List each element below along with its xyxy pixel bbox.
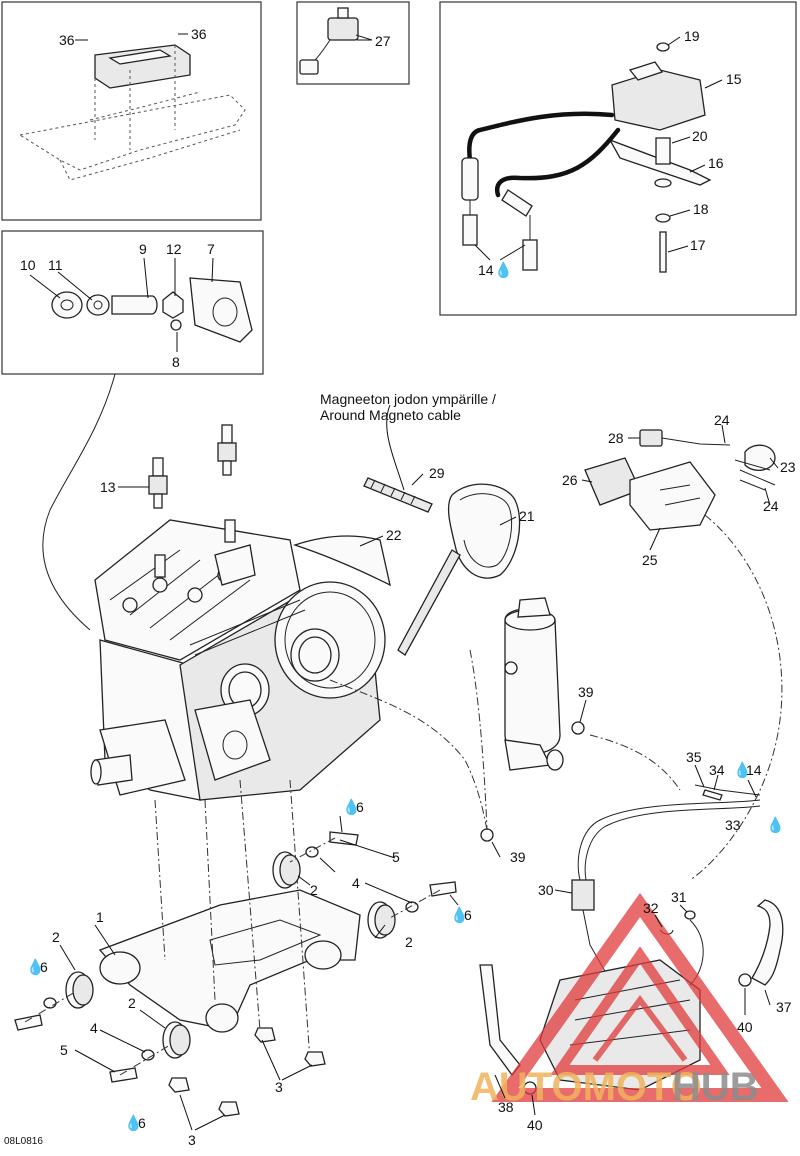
rubber-mounts (65, 851, 396, 1059)
callout-35: 35 (686, 749, 702, 765)
callout-39b: 39 (510, 849, 526, 865)
callout-4b: 4 (90, 1020, 98, 1036)
callout-10: 10 (20, 257, 36, 273)
drop-icon: 💧 (494, 261, 513, 279)
callout-32: 32 (643, 900, 659, 916)
callout-29: 29 (429, 465, 445, 481)
callout-31: 31 (671, 889, 687, 905)
watermark-text-hub: HUB (672, 1065, 759, 1109)
drop-icon: 💧 (124, 1114, 143, 1132)
callout-4a: 4 (352, 875, 360, 891)
callout-8: 8 (172, 354, 180, 370)
callout-6b: 6 (464, 907, 472, 923)
callout-40a: 40 (737, 1019, 753, 1035)
callout-24b: 24 (763, 498, 779, 514)
callout-33: 33 (725, 817, 741, 833)
callout-3b: 3 (188, 1132, 196, 1148)
callout-9: 9 (139, 241, 147, 257)
callout-22: 22 (386, 527, 402, 543)
callout-26: 26 (562, 472, 578, 488)
callout-19: 19 (684, 28, 700, 44)
drop-icon: 💧 (26, 958, 45, 976)
annotation-finnish: Magneeton jodon ympärille / (320, 391, 496, 407)
routing-line (329, 679, 488, 831)
inset-intake-flange (1, 230, 264, 375)
drop-icon: 💧 (733, 761, 752, 779)
callout-30: 30 (538, 882, 554, 898)
callout-20: 20 (692, 128, 708, 144)
drop-icon: 💧 (342, 798, 361, 816)
watermark (491, 892, 789, 1102)
callout-14b: 14 (746, 762, 762, 778)
inset-ignition-coil (439, 1, 797, 316)
callout-13: 13 (100, 479, 116, 495)
callout-36b: 36 (191, 26, 207, 42)
callout-6d: 6 (138, 1115, 146, 1131)
watermark-text-auto: AUTOMOTO (470, 1065, 702, 1109)
callout-7: 7 (207, 241, 215, 257)
callout-23: 23 (780, 459, 796, 475)
callout-34: 34 (709, 762, 725, 778)
callout-24a: 24 (714, 412, 730, 428)
starter-handle (397, 483, 521, 656)
callout-37: 37 (776, 999, 792, 1015)
drop-icon: 💧 (450, 906, 469, 924)
inset-frame-mount (1, 1, 262, 221)
callout-15: 15 (726, 71, 742, 87)
inset-connector (296, 1, 410, 85)
callout-1: 1 (96, 909, 104, 925)
callout-36a: 36 (59, 32, 75, 48)
callout-6a: 6 (356, 799, 364, 815)
callout-2c: 2 (52, 929, 60, 945)
callout-5a: 5 (392, 849, 400, 865)
callout-28: 28 (608, 430, 624, 446)
callout-2d: 2 (128, 995, 136, 1011)
annotation-english: Around Magneto cable (320, 407, 461, 423)
diagram-code: 08L0816 (4, 1136, 43, 1147)
callout-17: 17 (690, 237, 706, 253)
magneto-cover (292, 535, 391, 587)
ignition-electronics (584, 429, 783, 881)
leader-lines (29, 33, 779, 1131)
nuts (168, 1027, 326, 1117)
engine-mount-bracket (98, 779, 361, 1061)
callout-16: 16 (708, 155, 724, 171)
callout-27: 27 (375, 33, 391, 49)
cable-sleeve (363, 477, 433, 513)
drop-icon: 💧 (766, 816, 785, 834)
callout-12: 12 (166, 241, 182, 257)
callout-labels: 1 2 2 2 2 3 3 4 4 5 5 💧 6 💧 6 💧 6 💧 6 7 … (20, 26, 796, 1148)
callout-5b: 5 (60, 1042, 68, 1058)
bolts-washers (14, 831, 457, 1083)
callout-2b: 2 (405, 934, 413, 950)
callout-14a: 14 (478, 262, 494, 278)
callout-38: 38 (498, 1099, 514, 1115)
callout-25: 25 (642, 552, 658, 568)
callout-39a: 39 (578, 684, 594, 700)
callout-11: 11 (48, 257, 63, 273)
callout-40b: 40 (527, 1117, 543, 1133)
callout-2a: 2 (310, 882, 318, 898)
callout-21: 21 (519, 508, 535, 524)
callout-3a: 3 (275, 1079, 283, 1095)
engine-assembly (42, 373, 386, 801)
callout-18: 18 (693, 201, 709, 217)
oil-reservoir (504, 597, 564, 771)
spark-plugs (148, 424, 237, 509)
callout-6c: 6 (40, 959, 48, 975)
